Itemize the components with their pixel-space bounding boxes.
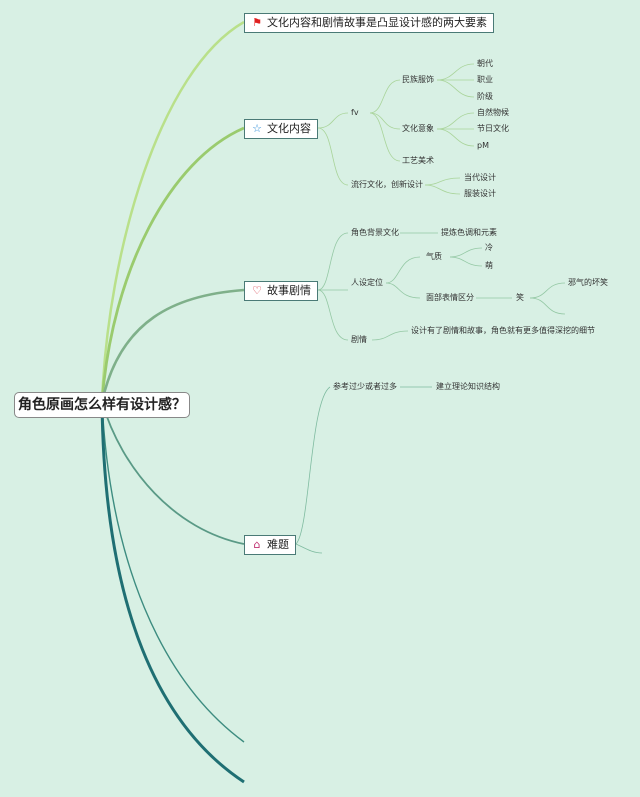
- node-persona[interactable]: 人设定位: [351, 278, 383, 287]
- node-temperament[interactable]: 气质: [426, 252, 442, 261]
- root-topic[interactable]: 角色原画怎么样有设计感？: [14, 392, 190, 418]
- flag-icon: ⚑: [252, 16, 262, 29]
- node-plot-detail[interactable]: 设计有了剧情和故事，角色就有更多值得深挖的细节: [411, 326, 595, 335]
- topic-summary-label: 文化内容和剧情故事是凸显设计感的两大要素: [267, 16, 487, 29]
- topic-story[interactable]: ♡ 故事剧情: [244, 281, 318, 301]
- node-refs[interactable]: 参考过少或者过多: [333, 382, 397, 391]
- star-icon: ☆: [252, 122, 262, 135]
- branch-difficulty: [101, 401, 245, 545]
- node-class[interactable]: 阶级: [477, 92, 493, 101]
- topic-story-label: 故事剧情: [267, 284, 311, 297]
- node-pm[interactable]: pM: [477, 141, 489, 150]
- topic-summary[interactable]: ⚑ 文化内容和剧情故事是凸显设计感的两大要素: [244, 13, 494, 33]
- branch-culture: [100, 126, 245, 403]
- node-crafts[interactable]: 工艺美术: [402, 156, 434, 165]
- home-icon: ⌂: [253, 538, 261, 551]
- branch-extra-1: [101, 401, 245, 743]
- node-festival[interactable]: 节日文化: [477, 124, 509, 133]
- node-occupation[interactable]: 职业: [477, 75, 493, 84]
- node-nature[interactable]: 自然物候: [477, 108, 509, 117]
- node-dynasty[interactable]: 朝代: [477, 59, 493, 68]
- node-fashion[interactable]: 服装设计: [464, 189, 496, 198]
- branch-extra-2: [100, 401, 245, 784]
- node-refine[interactable]: 提炼色调和元素: [441, 228, 497, 237]
- node-pop-culture[interactable]: 流行文化，创新设计: [351, 180, 423, 189]
- node-build[interactable]: 建立理论知识结构: [436, 382, 500, 391]
- heart-icon: ♡: [252, 284, 262, 297]
- node-smile[interactable]: 笑: [516, 293, 524, 302]
- node-evil-smile[interactable]: 邪气的坏笑: [568, 278, 608, 287]
- topic-culture-label: 文化内容: [267, 122, 311, 135]
- node-background[interactable]: 角色背景文化: [351, 228, 399, 237]
- branch-summary: [100, 20, 245, 403]
- branch-story: [100, 288, 245, 403]
- node-cultural-imagery[interactable]: 文化意象: [402, 124, 434, 133]
- node-fv[interactable]: fv: [351, 108, 359, 117]
- node-plot[interactable]: 剧情: [351, 335, 367, 344]
- node-cute[interactable]: 萌: [485, 261, 493, 270]
- node-contemporary[interactable]: 当代设计: [464, 173, 496, 182]
- node-ethnic-costume[interactable]: 民族服饰: [402, 75, 434, 84]
- node-cold[interactable]: 冷: [485, 243, 493, 252]
- topic-difficulty-label: 难题: [267, 538, 289, 551]
- topic-culture[interactable]: ☆ 文化内容: [244, 119, 318, 139]
- node-facial[interactable]: 面部表情区分: [426, 293, 474, 302]
- topic-difficulty[interactable]: ⌂ 难题: [244, 535, 296, 555]
